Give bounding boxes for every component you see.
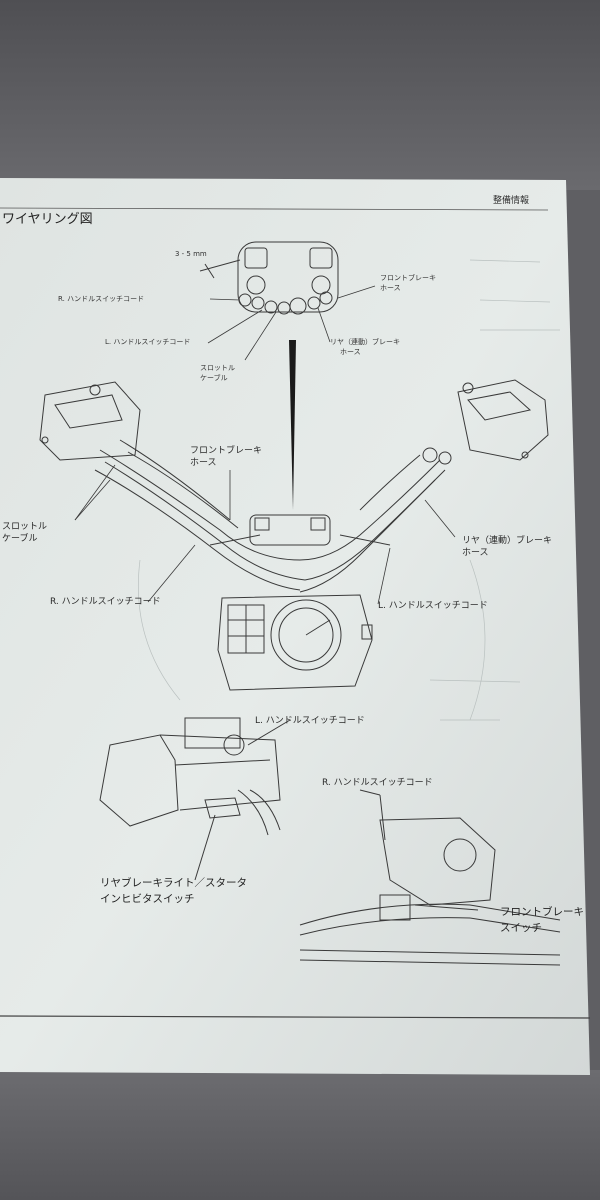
r-switch-cord-label-top: R. ハンドルスイッチコード	[58, 295, 145, 303]
throttle-cable-label-1: スロットル	[2, 522, 48, 532]
front-brake-hose-label-top-1: フロントブレーキ	[380, 274, 436, 282]
section-header: 整備情報	[493, 196, 530, 206]
front-brake-hose-label-2: ホース	[190, 458, 217, 468]
direction-arrow	[289, 340, 296, 510]
dimension-label: 3 - 5 mm	[175, 250, 207, 258]
top-leaders	[207, 285, 376, 361]
right-handlebar	[299, 379, 549, 593]
rear-brake-hose-label-top-1: リヤ（連動）ブレーキ	[330, 338, 400, 346]
left-switch-assembly	[99, 717, 291, 881]
page-title: ワイヤリング図	[2, 212, 93, 227]
throttle-cable-label-top-2: ケーブル	[200, 374, 228, 382]
background-bottom	[0, 1070, 600, 1200]
l-switch-cord-label-bottom: L. ハンドルスイッチコード	[255, 716, 365, 726]
l-switch-cord-label-top: L. ハンドルスイッチコード	[105, 338, 191, 346]
left-handlebar	[39, 381, 306, 591]
cable-cross-section	[199, 241, 339, 315]
throttle-cable-label-top-1: スロットル	[200, 364, 235, 372]
middle-leaders	[74, 464, 456, 605]
r-switch-cord-label: R. ハンドルスイッチコード	[50, 597, 161, 607]
rear-brake-switch-label-1: リヤブレーキライト／スタータ	[100, 877, 247, 889]
front-brake-switch-label-2: スイッチ	[500, 922, 542, 934]
handlebar-clamp	[209, 514, 391, 546]
front-brake-hose-label-top-2: ホース	[380, 284, 401, 292]
right-switch-assembly	[299, 789, 561, 966]
rear-brake-switch-label-2: インヒビタスイッチ	[100, 893, 195, 905]
rear-brake-hose-label-1: リヤ（連動）ブレーキ	[462, 536, 553, 546]
r-switch-cord-label-bottom: R. ハンドルスイッチコード	[322, 778, 433, 788]
throttle-cable-label-2: ケーブル	[2, 534, 38, 544]
rear-brake-hose-label-2: ホース	[462, 548, 489, 558]
front-brake-hose-label-1: フロントブレーキ	[190, 446, 263, 456]
background-top	[0, 0, 600, 190]
faint-background-lines	[137, 259, 560, 721]
l-switch-cord-label: L. ハンドルスイッチコード	[378, 601, 488, 611]
rear-brake-hose-label-top-2: ホース	[340, 348, 361, 356]
meter-cluster	[217, 594, 373, 691]
front-brake-switch-label-1: フロントブレーキ	[500, 906, 584, 918]
